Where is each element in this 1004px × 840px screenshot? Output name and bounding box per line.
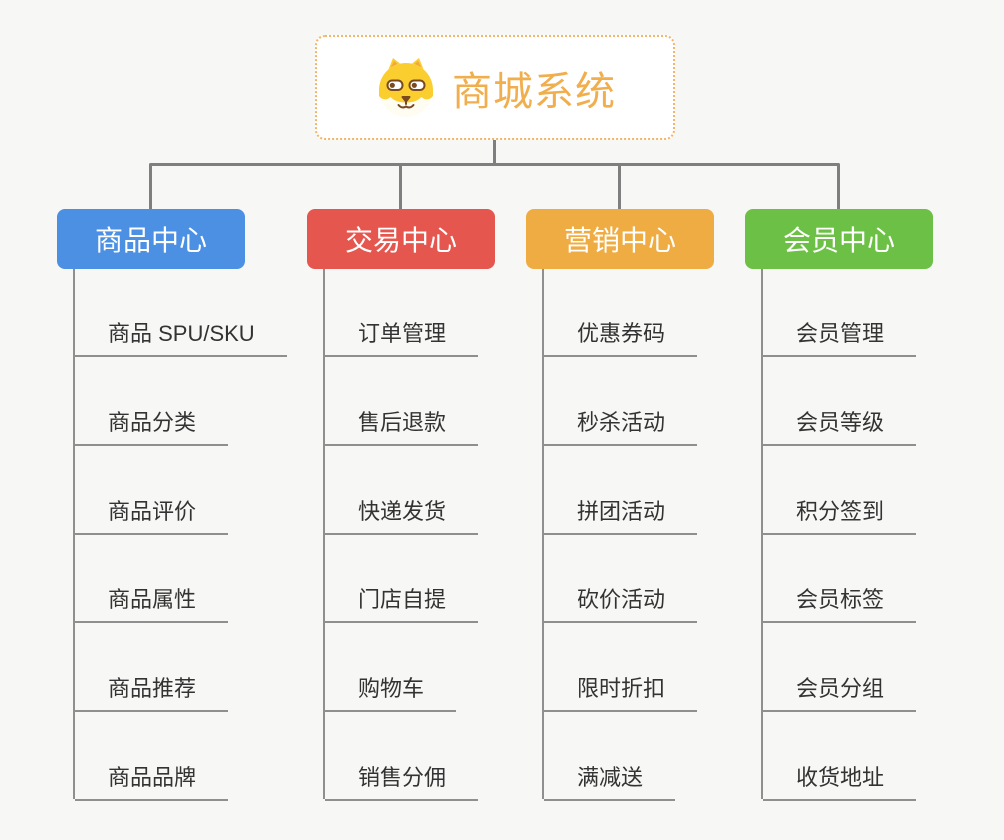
leaf-node[interactable]: 会员分组 bbox=[763, 670, 917, 712]
branch-node-2[interactable]: 交易中心 bbox=[307, 209, 495, 269]
leaf-node[interactable]: 会员等级 bbox=[763, 404, 917, 446]
leaf-node[interactable]: 订单管理 bbox=[325, 315, 479, 357]
leaf-node[interactable]: 限时折扣 bbox=[544, 670, 698, 712]
leaf-node[interactable]: 商品品牌 bbox=[75, 759, 229, 801]
leaf-node[interactable]: 销售分佣 bbox=[325, 759, 479, 801]
leaf-node[interactable]: 商品推荐 bbox=[75, 670, 229, 712]
branch-node-4[interactable]: 会员中心 bbox=[745, 209, 933, 269]
leaf-node[interactable]: 会员管理 bbox=[763, 315, 917, 357]
branch-node-1[interactable]: 商品中心 bbox=[57, 209, 245, 269]
leaf-node[interactable]: 优惠券码 bbox=[544, 315, 698, 357]
leaf-node[interactable]: 满减送 bbox=[544, 759, 676, 801]
leaf-node[interactable]: 商品属性 bbox=[75, 581, 229, 623]
root-title: 商城系统 bbox=[452, 69, 616, 114]
leaf-node[interactable]: 商品分类 bbox=[75, 404, 229, 446]
leaf-node[interactable]: 会员标签 bbox=[763, 581, 917, 623]
branch-column-3: 优惠券码秒杀活动拼团活动砍价活动限时折扣满减送 bbox=[542, 269, 698, 801]
leaf-node[interactable]: 砍价活动 bbox=[544, 581, 698, 623]
leaf-node[interactable]: 拼团活动 bbox=[544, 493, 698, 535]
branch-column-1: 商品 SPU/SKU 商品分类商品评价商品属性商品推荐商品品牌 bbox=[73, 269, 287, 801]
branch-column-2: 订单管理售后退款快递发货门店自提购物车销售分佣 bbox=[323, 269, 479, 801]
branch-column-4: 会员管理会员等级积分签到会员标签会员分组收货地址 bbox=[761, 269, 917, 801]
branch-node-3[interactable]: 营销中心 bbox=[526, 209, 714, 269]
leaf-node[interactable]: 快递发货 bbox=[325, 493, 479, 535]
leaf-node[interactable]: 积分签到 bbox=[763, 493, 917, 535]
leaf-node[interactable]: 商品评价 bbox=[75, 493, 229, 535]
leaf-node[interactable]: 收货地址 bbox=[763, 759, 917, 801]
leaf-node[interactable]: 购物车 bbox=[325, 670, 457, 712]
leaf-node[interactable]: 售后退款 bbox=[325, 404, 479, 446]
root-node[interactable]: 商城系统 bbox=[315, 35, 675, 140]
leaf-node[interactable]: 商品 SPU/SKU bbox=[75, 315, 287, 357]
leaf-node[interactable]: 秒杀活动 bbox=[544, 404, 698, 446]
dog-face-icon bbox=[374, 56, 438, 120]
leaf-node[interactable]: 门店自提 bbox=[325, 581, 479, 623]
